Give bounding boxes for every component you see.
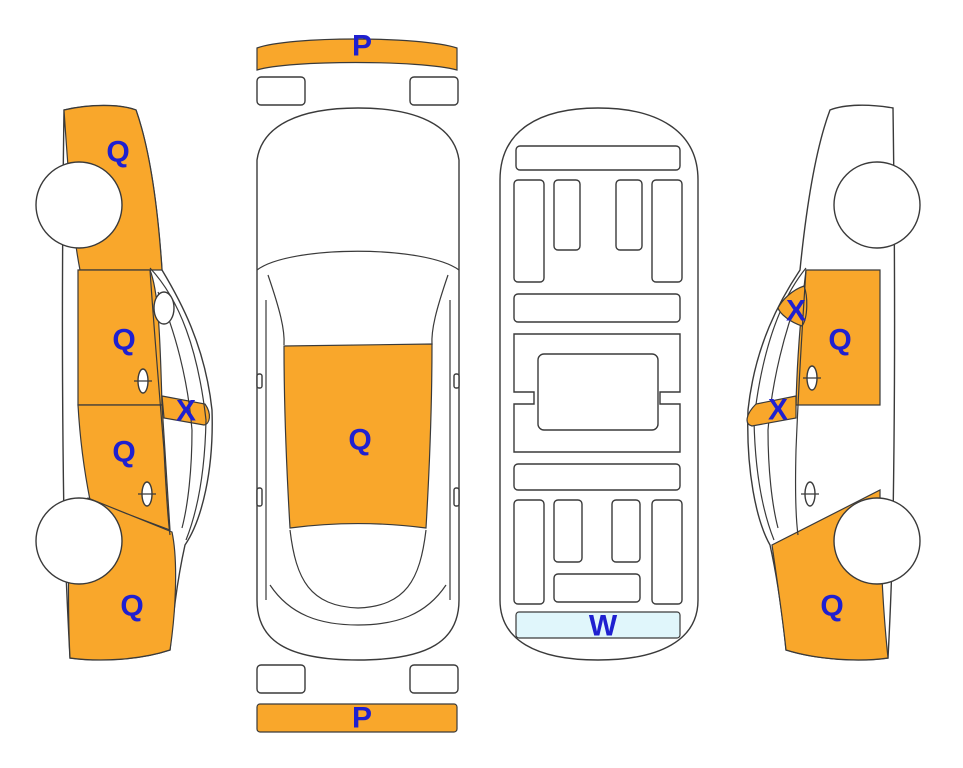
front-right-lamp xyxy=(409,76,459,106)
left-rear-wheel xyxy=(35,161,123,249)
underbody-crossmember-rear xyxy=(513,463,681,491)
right-front-door-handle-icon xyxy=(803,365,821,391)
top-rear-window xyxy=(289,529,427,609)
top-windshield-outline xyxy=(256,250,460,271)
hood-panel[interactable] xyxy=(283,343,433,529)
underbody-rear-left-inner xyxy=(553,499,583,563)
left-front-door-code: Q xyxy=(112,436,135,469)
right-side-view: X Q X Q xyxy=(746,104,921,661)
underbody-view: W xyxy=(499,107,699,661)
right-front-fender-code: Q xyxy=(820,590,843,623)
rear-right-lamp xyxy=(409,664,459,694)
left-window-inner xyxy=(157,291,193,529)
left-door-seam xyxy=(149,269,171,536)
front-bumper-code: P xyxy=(352,30,372,63)
top-right-mirror-rear xyxy=(453,487,460,507)
top-left-mirror xyxy=(256,373,263,389)
top-a-pillar-left xyxy=(267,274,285,346)
right-front-door-code: Q xyxy=(828,324,851,357)
underbody-front-right-rail xyxy=(651,179,683,283)
top-left-mirror-rear xyxy=(256,487,263,507)
underbody-front-left-inner xyxy=(553,179,581,251)
underbody-front-left-rail xyxy=(513,179,545,283)
top-rear-deck xyxy=(269,584,447,626)
front-bumper[interactable] xyxy=(256,38,458,71)
underbody-front-right-inner xyxy=(615,179,643,251)
left-mirror[interactable] xyxy=(161,395,210,426)
underbody-center-panel xyxy=(537,353,659,431)
right-mirror-code: X xyxy=(768,394,788,427)
underbody-crossmember-front xyxy=(513,293,681,323)
underbody-rear-right-inner xyxy=(611,499,641,563)
underbody-rear-crossbar xyxy=(553,573,641,603)
rear-bumper[interactable] xyxy=(256,703,458,733)
right-window-inner xyxy=(767,291,801,529)
underbody-rear-left-rail xyxy=(513,499,545,605)
top-a-pillar-right xyxy=(431,274,449,346)
right-door-seam xyxy=(795,269,807,536)
hood-code: Q xyxy=(348,424,371,457)
top-view: P Q P xyxy=(256,30,460,735)
left-mirror-code: X xyxy=(176,395,196,428)
underbody-rear-panel[interactable] xyxy=(515,611,681,639)
left-front-fender-code: Q xyxy=(120,590,143,623)
left-rear-window xyxy=(153,291,175,325)
left-rear-door-code: Q xyxy=(112,324,135,357)
front-left-lamp xyxy=(256,76,306,106)
right-front-wheel xyxy=(833,497,921,585)
rear-bumper-code: P xyxy=(352,702,372,735)
underbody-rear-panel-code: W xyxy=(589,610,618,643)
right-rear-door-handle-icon xyxy=(801,481,819,507)
left-front-wheel xyxy=(35,497,123,585)
rear-left-lamp xyxy=(256,664,306,694)
underbody-front-bar xyxy=(515,145,681,171)
left-rear-door-handle-icon xyxy=(134,368,152,394)
right-rear-wheel xyxy=(833,161,921,249)
left-side-view: Q Q Q Q X xyxy=(35,104,213,661)
right-mirror[interactable] xyxy=(746,395,797,427)
top-right-mirror xyxy=(453,373,460,389)
left-rear-quarter-code: Q xyxy=(106,136,129,169)
left-front-door-handle-icon xyxy=(138,481,156,507)
right-front-door-glass-code: X xyxy=(786,295,806,328)
underbody-rear-right-rail xyxy=(651,499,683,605)
right-front-door-glass[interactable] xyxy=(777,285,808,327)
